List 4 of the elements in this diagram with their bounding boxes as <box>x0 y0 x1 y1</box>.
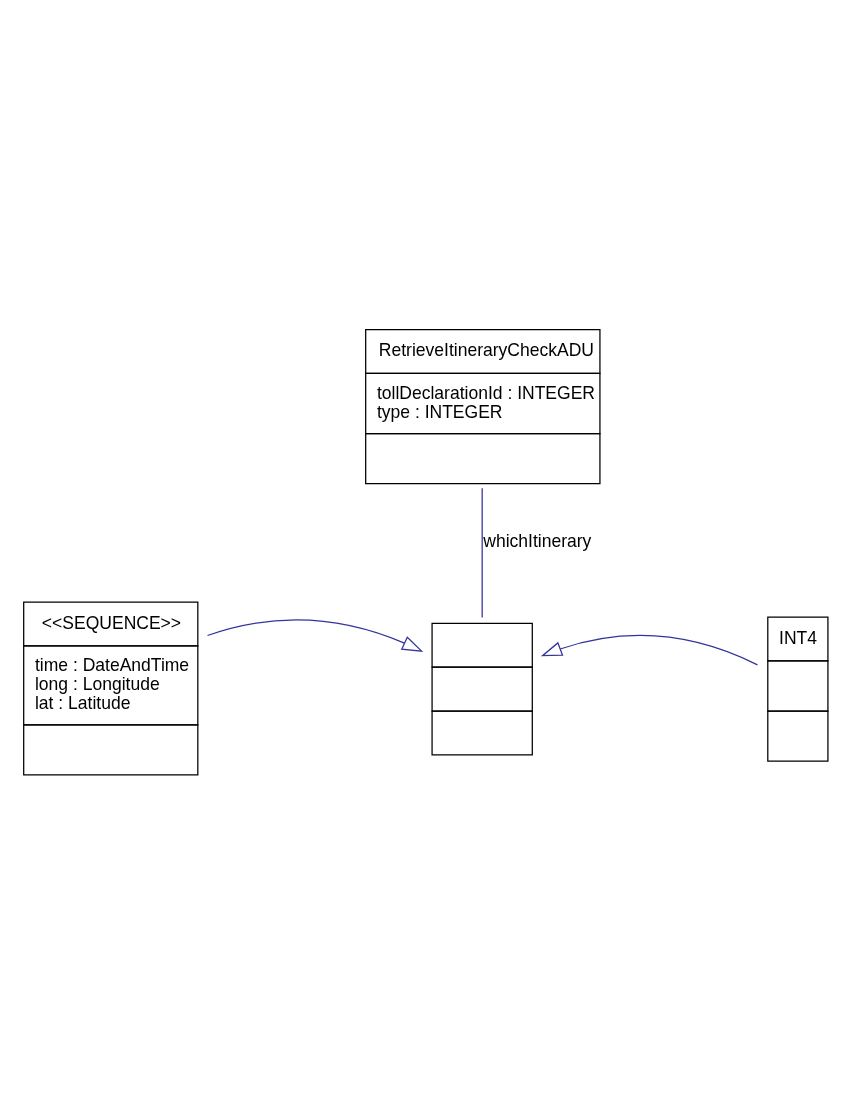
arrow <box>206 619 424 652</box>
edge-label: whichItinerary <box>483 531 592 552</box>
arrow <box>540 634 759 666</box>
connector <box>481 487 483 619</box>
